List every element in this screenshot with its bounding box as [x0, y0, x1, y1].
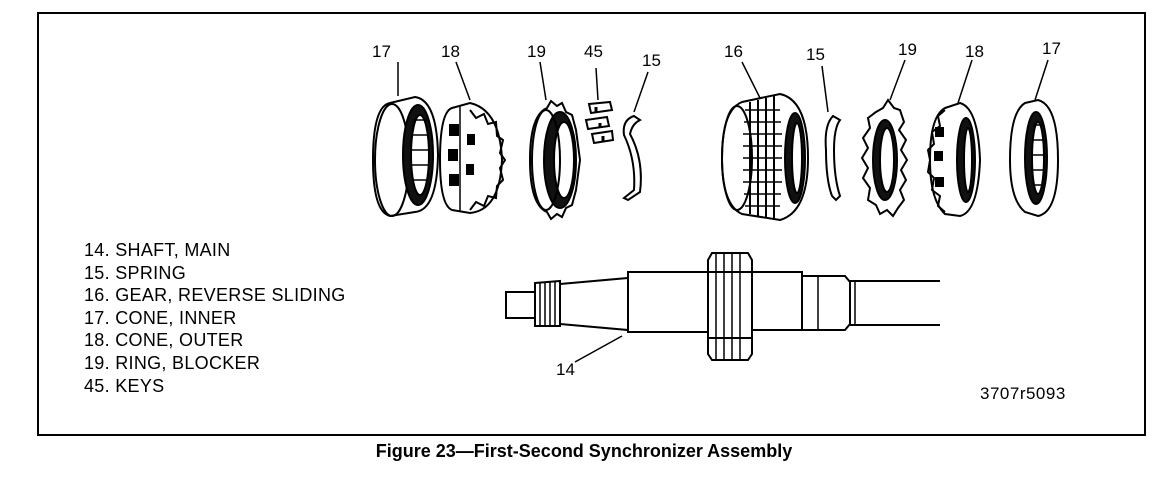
part-18-outer-cone-left: [438, 101, 507, 215]
parts-legend: 14. SHAFT, MAIN 15. SPRING 16. GEAR, REV…: [84, 239, 346, 397]
callout-18-right: 18: [965, 42, 984, 61]
part-15-spring-right: [824, 114, 842, 202]
part-17-inner-cone-left: [371, 95, 440, 218]
part-18-outer-cone-right: [926, 101, 982, 218]
part-45-keys: [584, 100, 615, 145]
callout-14: 14: [556, 360, 575, 379]
part-16-reverse-gear: [720, 92, 810, 222]
callout-17-right: 17: [1042, 39, 1061, 58]
callout-17-left: 17: [372, 42, 391, 61]
part-19-blocker-ring-left: [528, 99, 582, 221]
legend-item: 19. RING, BLOCKER: [84, 352, 261, 373]
callout-16: 16: [724, 42, 743, 61]
part-19-blocker-ring-right: [860, 98, 909, 218]
callout-18-left: 18: [441, 42, 460, 61]
callout-19-right: 19: [898, 40, 917, 59]
callout-15-left: 15: [642, 51, 661, 70]
figure-code: 3707r5093: [980, 384, 1066, 403]
part-17-inner-cone-right: [1008, 98, 1060, 218]
part-14-mainshaft: [505, 252, 940, 361]
figure-caption: Figure 23—First-Second Synchronizer Asse…: [375, 441, 793, 461]
part-15-spring-left: [622, 114, 642, 202]
legend-item: 45. KEYS: [84, 375, 165, 396]
figure-frame: [37, 12, 1146, 436]
legend-item: 18. CONE, OUTER: [84, 330, 244, 351]
callout-45: 45: [584, 42, 603, 61]
legend-item: 15. SPRING: [84, 262, 187, 283]
callout-15-right: 15: [806, 45, 825, 64]
leader-lines: [397, 59, 1049, 363]
legend-item: 16. GEAR, REVERSE SLIDING: [84, 285, 346, 306]
legend-item: 14. SHAFT, MAIN: [84, 240, 231, 260]
legend-item: 17. CONE, INNER: [84, 307, 237, 328]
callout-19-left: 19: [527, 42, 546, 61]
